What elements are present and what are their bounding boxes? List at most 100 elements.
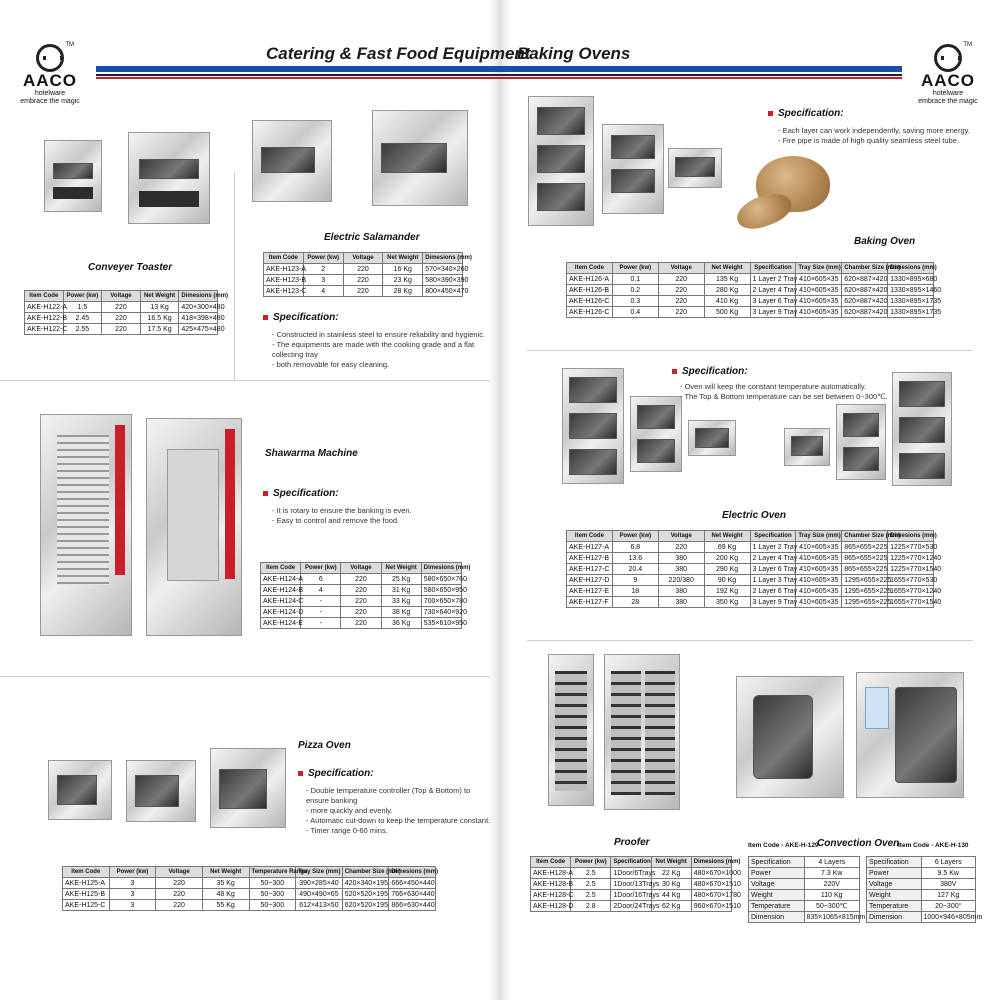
brand-tagline-1: hotelware (932, 90, 964, 97)
salamander-spec-title: Specification: (263, 312, 339, 323)
column-header: Dimesions (mm) (178, 290, 228, 302)
brand-mark-icon (934, 44, 962, 72)
table-cell: - (300, 595, 342, 607)
table-cell: 220 (342, 274, 384, 286)
table-cell: 1225×770×530 (887, 541, 937, 553)
column-header: Chamber Size (mm) (841, 530, 900, 542)
table-cell: 1655×770×1540 (887, 596, 941, 608)
table-cell: 16.5 Kg (139, 312, 180, 324)
column-header: Temperature Range (248, 866, 307, 878)
pizza-oven-spec-title: Specification: (298, 768, 374, 779)
table-cell: 410×605×35 (795, 306, 843, 318)
table-cell: 580×390×390 (422, 274, 468, 286)
table-cell: 520×520×195 (341, 888, 390, 900)
table-cell: 18 (611, 585, 659, 597)
table-cell: 2 Layer 4 Tray (749, 284, 797, 296)
pizza-oven-image-medium (126, 760, 196, 822)
column-header: Item Code (24, 290, 64, 302)
table-cell: 2.45 (62, 312, 103, 324)
table-cell: 410×605×35 (795, 284, 843, 296)
table-cell: 3 (108, 877, 157, 889)
table-cell: 0.4 (611, 306, 659, 318)
table-cell: 2Door/24Trays (610, 900, 659, 912)
spec-label: Specification: (682, 366, 748, 377)
spec-label: Specification: (273, 488, 339, 499)
table-cell: 1655×770×530 (887, 574, 937, 586)
table-cell: Temperature (748, 900, 805, 912)
spec-item: It is rotary to ensure the banking is ev… (272, 506, 488, 516)
table-cell: 580×650×950 (420, 584, 467, 596)
baking-oven-image-2-layer (602, 124, 664, 214)
table-cell: 2.5 (570, 878, 612, 890)
table-cell: 1295×655×225 (841, 596, 891, 608)
conveyer-toaster-title: Conveyer Toaster (88, 262, 173, 273)
table-cell: 220 (657, 284, 705, 296)
column-divider (234, 172, 235, 380)
shawarma-spec-title: Specification: (263, 488, 339, 499)
column-header: Power (kw) (570, 856, 612, 868)
electric-oven-title: Electric Oven (722, 510, 786, 521)
table-cell: 420×300×480 (178, 301, 225, 313)
table-cell: 620×887×420 (841, 273, 889, 285)
column-header: Power (kw) (300, 562, 342, 574)
table-cell: 380V (920, 878, 976, 890)
column-header: Net Weight (139, 290, 180, 302)
column-header: Dimesions (mm) (388, 866, 438, 878)
column-header: Net Weight (382, 252, 424, 264)
table-cell: AKE-H122-A (24, 301, 67, 313)
table-cell: AKE-H128-C (529, 889, 573, 901)
trademark: TM (65, 42, 74, 48)
column-header: Net Weight (703, 530, 751, 542)
table-cell: 380 (657, 585, 705, 597)
brand-mark-icon (36, 44, 64, 72)
convection-b-item-code: Item Code - AKE-H-130 (898, 842, 969, 849)
table-cell: 1295×655×225 (841, 585, 891, 597)
table-cell: 0.3 (611, 295, 659, 307)
table-cell: 48 Kg (201, 888, 250, 900)
table-cell: AKE-H123-A (263, 263, 306, 275)
table-cell: 620×520×195 (341, 899, 390, 911)
table-cell: 420×340×195 (341, 877, 390, 889)
trademark: TM (963, 42, 972, 48)
column-header: Power (kw) (302, 252, 344, 264)
table-cell: AKE-H127-C (566, 563, 613, 575)
column-header: Item Code (62, 866, 110, 878)
brand-name: AACO (22, 71, 78, 90)
table-cell: 23 Kg (382, 274, 424, 286)
table-cell: AKE-H124-D (259, 606, 303, 618)
electric-oven-image-small-1 (784, 428, 830, 466)
table-cell: 3 (302, 274, 344, 286)
salamander-spec-list: Constructed in stainless steel to ensure… (272, 330, 488, 370)
table-cell: 580×650×760 (420, 573, 467, 585)
red-square-bullet-icon (263, 490, 268, 496)
table-cell: AKE-H127-F (566, 596, 613, 608)
column-header: Chamber Size (mm) (341, 866, 401, 878)
table-cell: AKE-H124-C (259, 595, 303, 607)
electric-oven-image-medium (836, 404, 886, 480)
table-cell: 220 (657, 541, 705, 553)
section-divider (0, 676, 490, 677)
table-cell: 220 (342, 285, 384, 297)
table-cell: 2.55 (62, 323, 103, 335)
pizza-oven-spec-list: Double temperature controller (Top & Bot… (306, 786, 492, 836)
table-cell: 55 Kg (201, 899, 250, 911)
table-cell: 410×605×35 (795, 563, 843, 575)
electric-oven-image-3-layer (562, 368, 624, 484)
table-cell: 50~300 (248, 877, 297, 889)
